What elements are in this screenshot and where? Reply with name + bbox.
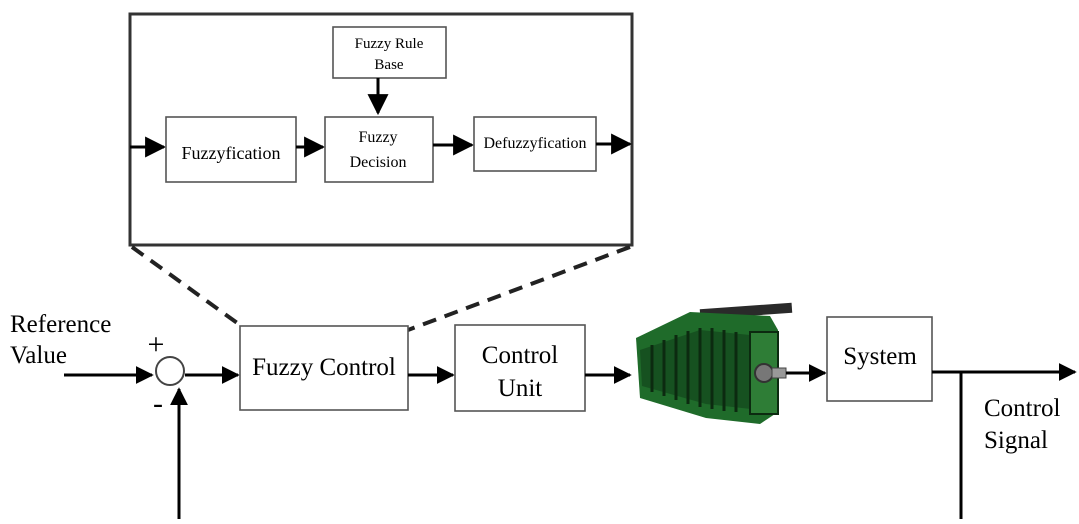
output-label-line2: Signal: [984, 427, 1048, 454]
reference-label-line1: Reference: [10, 311, 111, 338]
inner-controller-frame: [128, 12, 634, 247]
rule-base-label-line1: Fuzzy Rule: [355, 36, 424, 52]
zoom-line-left: [130, 245, 242, 327]
fuzzyfication-box: [165, 116, 297, 183]
decision-box: [324, 116, 434, 183]
reference-label-line2: Value: [10, 342, 67, 369]
control-unit-label-line1: Control: [482, 342, 558, 369]
control-unit-label-line2: Unit: [498, 375, 543, 402]
minus-sign: -: [153, 387, 163, 420]
fuzzy-control-label: Fuzzy Control: [252, 354, 396, 381]
motor-image: [636, 302, 793, 424]
plus-sign: +: [148, 328, 165, 361]
decision-label-line1: Fuzzy: [358, 129, 397, 146]
fuzzyfication-label: Fuzzyfication: [182, 143, 281, 163]
defuzzyfication-label: Defuzzyfication: [483, 135, 586, 152]
zoom-line-right: [407, 245, 631, 332]
fuzzy-control-box: [239, 325, 409, 411]
defuzzyfication-box: [473, 116, 597, 172]
decision-label-line2: Decision: [350, 154, 407, 171]
system-label: System: [843, 343, 917, 370]
summing-junction: [155, 356, 185, 386]
rule-base-label-line2: Base: [374, 57, 404, 73]
rule-base-box: [332, 26, 447, 79]
control-unit-box: [454, 324, 586, 412]
system-box: [826, 316, 933, 402]
output-label-line1: Control: [984, 395, 1060, 422]
